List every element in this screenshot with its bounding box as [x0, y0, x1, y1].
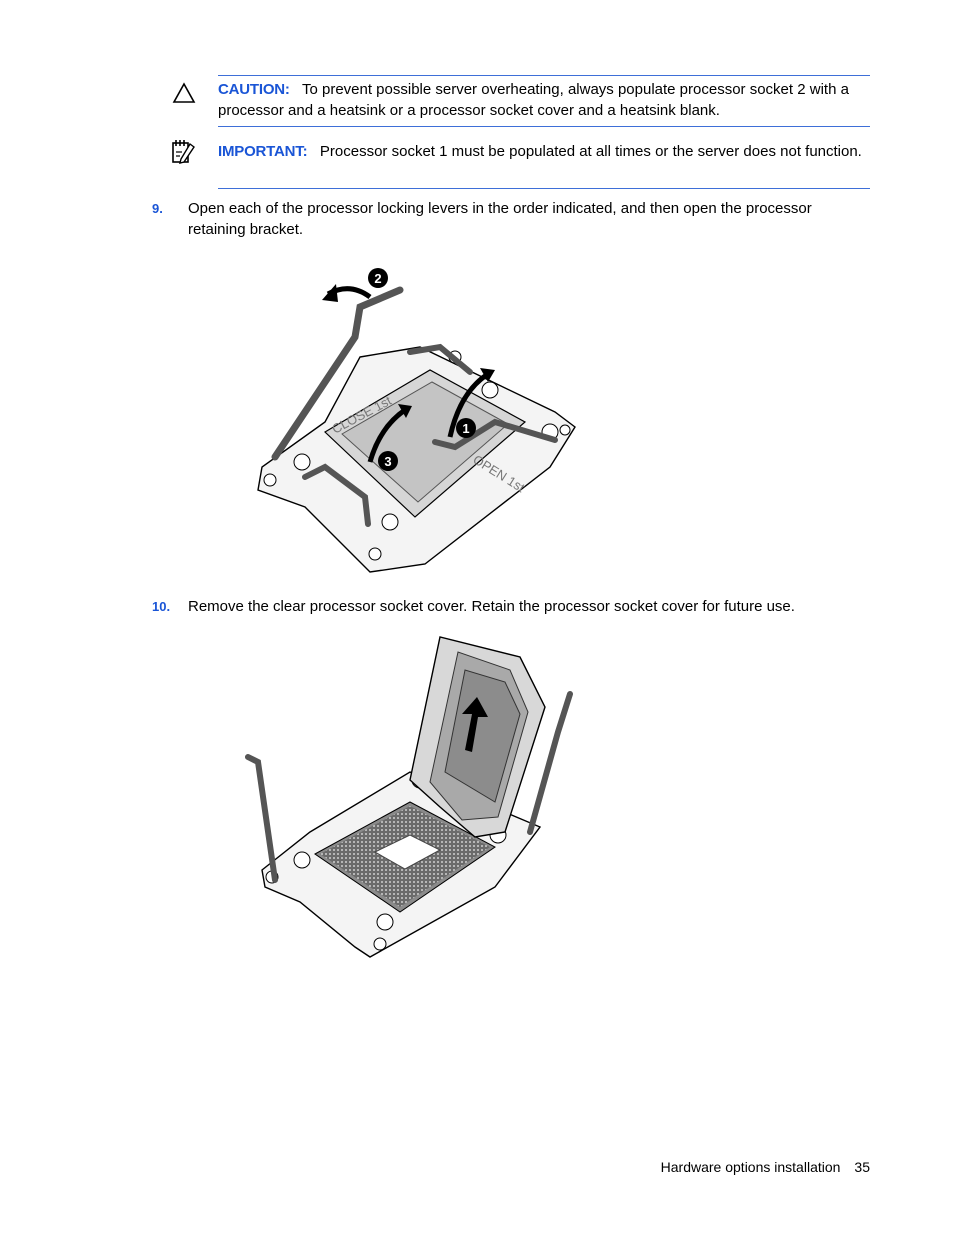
important-note-icon: [172, 140, 195, 164]
socket-cover-removal-illustration: [245, 636, 573, 958]
step-10-text: Remove the clear processor socket cover.…: [188, 598, 795, 615]
callout-3: 3: [378, 451, 398, 471]
caution-top-rule: [218, 75, 870, 76]
page-number: 35: [854, 1159, 870, 1175]
footer-section: Hardware options installation: [660, 1159, 841, 1175]
important-label: IMPORTANT:: [218, 143, 308, 160]
important-note: IMPORTANT: Processor socket 1 must be po…: [218, 141, 870, 162]
warning-triangle-icon: [172, 82, 196, 103]
important-text: Processor socket 1 must be populated at …: [319, 143, 862, 160]
step-10-number: 10.: [152, 599, 171, 614]
svg-text:2: 2: [374, 271, 381, 286]
step-9-number: 9.: [152, 201, 163, 216]
caution-note: CAUTION: To prevent possible server over…: [218, 79, 870, 121]
caution-bottom-rule: [218, 126, 870, 127]
page-footer: Hardware options installation 35: [661, 1159, 870, 1175]
svg-text:3: 3: [384, 454, 391, 469]
socket-levers-illustration: CLOSE 1st OPEN 1st 2 1 3: [257, 268, 576, 573]
important-bottom-rule: [218, 188, 870, 189]
caution-label: CAUTION:: [218, 81, 290, 98]
caution-text: To prevent possible server overheating, …: [218, 81, 849, 119]
callout-2: 2: [368, 268, 388, 288]
step-9-text: Open each of the processor locking lever…: [188, 200, 812, 238]
callout-1: 1: [456, 418, 476, 438]
svg-text:1: 1: [462, 421, 469, 436]
